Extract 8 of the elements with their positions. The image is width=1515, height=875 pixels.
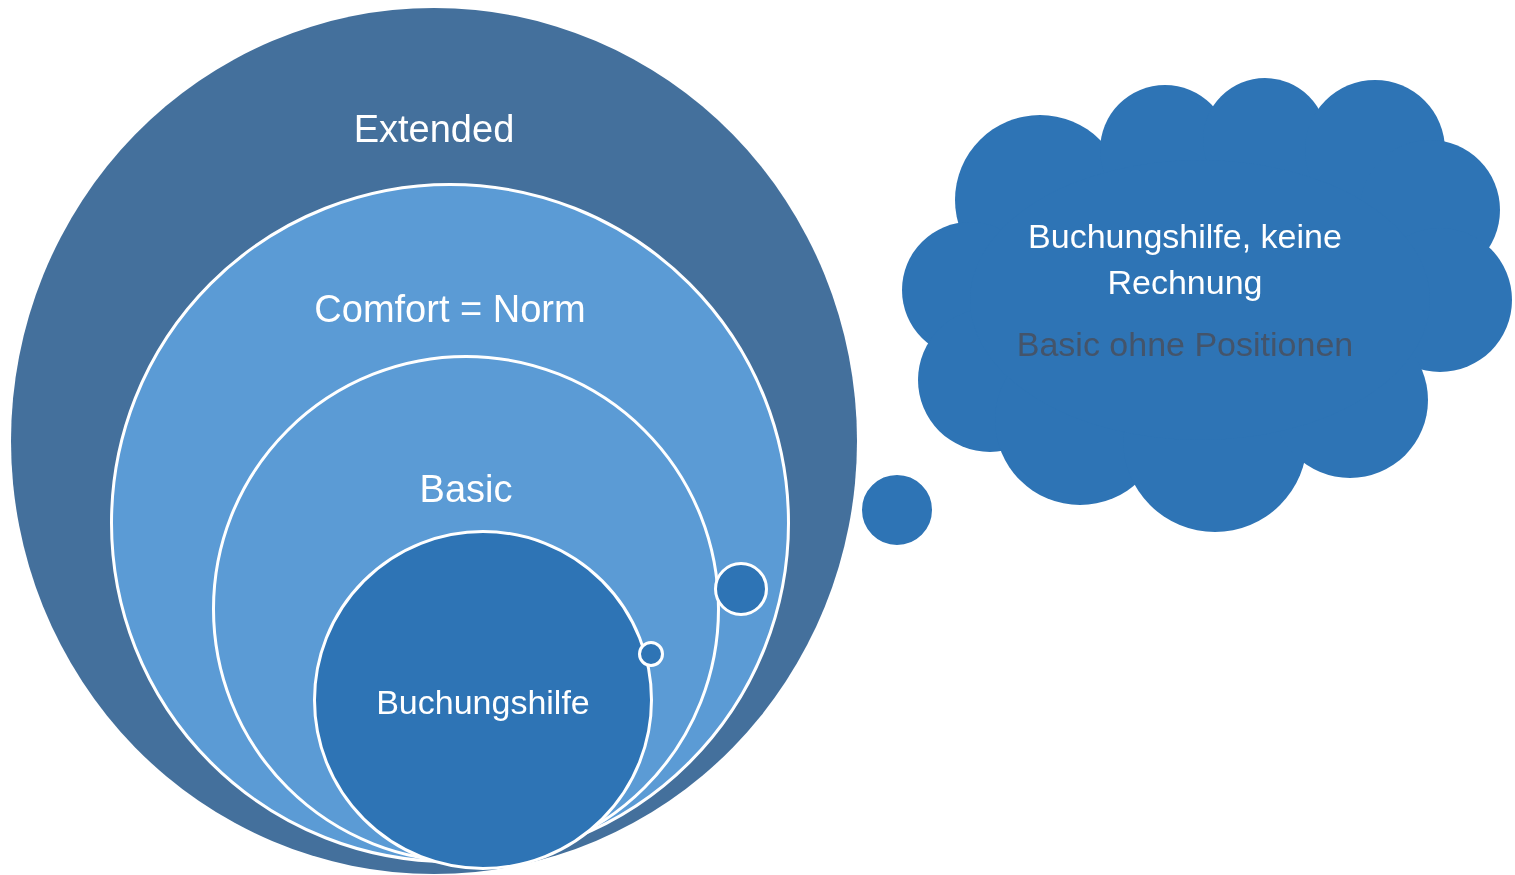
layer-label: Extended [352,108,516,151]
layer-label: Comfort = Norm [313,288,587,331]
thought-bubble [638,641,664,667]
cloud-text: Basic ohne Positionen [1015,324,1355,365]
layer-label: Basic [418,468,514,511]
cloud-text: Buchungshilfe, keine Rechnung [1027,216,1343,303]
thought-bubble [714,562,768,616]
layer-label: Buchungshilfe [375,683,591,722]
